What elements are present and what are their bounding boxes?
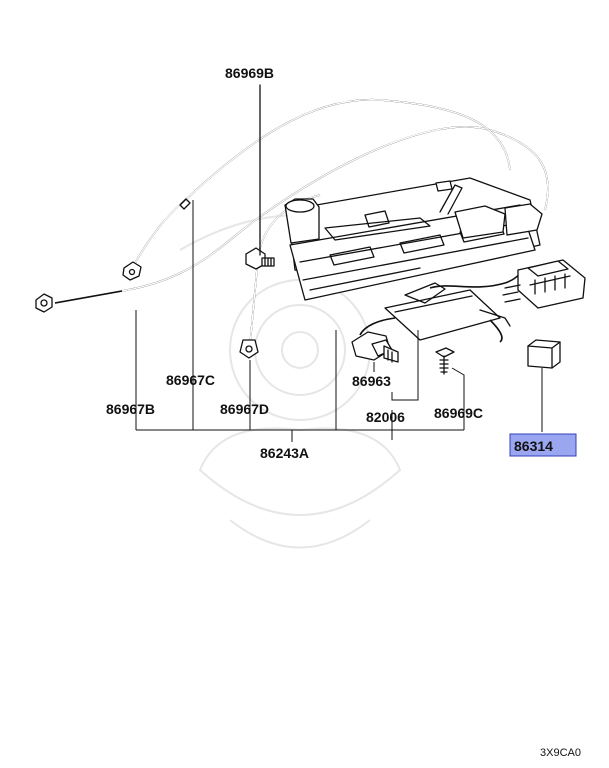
highlight-box — [509, 433, 577, 457]
label-86243A[interactable]: 86243A — [260, 445, 309, 461]
label-86967C[interactable]: 86967C — [166, 372, 215, 388]
label-86967B[interactable]: 86967B — [106, 401, 155, 417]
label-86314[interactable]: 86314 — [514, 438, 553, 454]
part-86963-switch[interactable] — [351, 317, 399, 363]
label-86967D[interactable]: 86967D — [220, 401, 269, 417]
part-86969C-screw[interactable] — [435, 347, 455, 375]
cable-end-clip-left — [35, 293, 53, 313]
cable-86967B[interactable] — [35, 126, 549, 313]
part-86314-knob[interactable] — [527, 339, 561, 369]
leader-lines — [135, 200, 543, 442]
label-86314-highlighted[interactable]: 86314 — [509, 433, 577, 457]
cable-end-connector-d — [239, 339, 259, 359]
harness-connector[interactable] — [502, 259, 586, 309]
label-86963[interactable]: 86963 — [352, 373, 391, 389]
label-82006[interactable]: 82006 — [366, 409, 405, 425]
cable-end-clip-c — [122, 261, 142, 281]
heater-control-assembly[interactable] — [284, 177, 543, 343]
cable-86967C[interactable] — [122, 99, 511, 281]
label-86969C[interactable]: 86969C — [434, 405, 483, 421]
drawing-code: 3X9CA0 — [540, 747, 581, 759]
label-86969B[interactable]: 86969B — [225, 65, 274, 81]
